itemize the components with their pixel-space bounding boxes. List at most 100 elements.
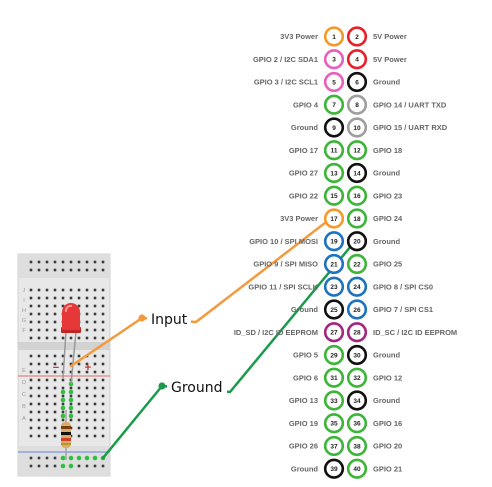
breadboard-hole: [29, 296, 33, 300]
pin-label: 5V Power: [373, 32, 407, 41]
pin-number: 6: [355, 79, 359, 86]
pin-label: ID_SC / I2C ID EEPROM: [373, 328, 457, 337]
resistor-band-2: [61, 432, 71, 435]
breadboard-hole: [37, 336, 41, 340]
breadboard-hole: [37, 464, 41, 468]
breadboard-hole: [101, 434, 105, 438]
breadboard-hole: [85, 260, 89, 264]
pin-label: Ground: [291, 123, 318, 132]
pin-label: GPIO 9 / SPI MISO: [253, 260, 318, 269]
breadboard-hole: [85, 386, 89, 390]
pin-number: 24: [353, 284, 361, 291]
breadboard-hole: [37, 362, 41, 366]
pin-circle: [346, 140, 368, 161]
breadboard-hole: [53, 370, 57, 374]
breadboard-hole: [29, 312, 33, 316]
breadboard-hole: [69, 260, 73, 264]
breadboard-hole: [93, 296, 97, 300]
breadboard-hole: [93, 312, 97, 316]
input-label: Input: [151, 312, 188, 328]
breadboard-hole: [29, 386, 33, 390]
breadboard-hole: [93, 378, 97, 382]
pin-number: 11: [331, 148, 338, 155]
pin-circle: [323, 117, 345, 138]
breadboard-hole: [53, 362, 57, 366]
pin-label: GPIO 6: [293, 373, 318, 382]
breadboard-hole: [45, 268, 49, 272]
breadboard-hole: [77, 260, 81, 264]
breadboard-hole: [77, 410, 81, 414]
pin-label: GPIO 19: [289, 419, 318, 428]
pin-circle: [346, 413, 368, 434]
pin-circle: [323, 344, 345, 366]
pin-21: 21 GPIO 9 / SPI MISO: [253, 253, 345, 275]
pin-circle: [323, 322, 345, 343]
breadboard-hole: [85, 378, 89, 382]
breadboard-hole: [61, 378, 65, 382]
pin-number: 8: [355, 102, 359, 109]
pin-circle: [323, 253, 345, 275]
breadboard-hole: [101, 464, 105, 468]
pin-number: 28: [353, 330, 361, 337]
ground-label-bg: [167, 377, 227, 395]
breadboard-hole: [85, 402, 89, 406]
breadboard-row-letter: J: [23, 288, 26, 294]
breadboard-hole: [101, 362, 105, 366]
ground-wire: Ground: [101, 238, 358, 460]
breadboard-hole: [29, 370, 33, 374]
pin-number: 21: [330, 261, 338, 268]
resistor-band-3: [61, 438, 71, 441]
breadboard-hole: [93, 402, 97, 406]
breadboard-hole: [85, 434, 89, 438]
breadboard-hole: [61, 402, 65, 406]
pin-number: 33: [330, 398, 338, 405]
breadboard-hole: [69, 288, 73, 292]
pin-number: 22: [353, 261, 361, 268]
pin-label: Ground: [373, 78, 400, 87]
pin-circle: [346, 458, 368, 479]
breadboard-hole: [101, 288, 105, 292]
pin-number: 3: [332, 57, 336, 64]
breadboard-hole: [101, 304, 105, 308]
pin-circle: [323, 231, 345, 252]
breadboard-hole: [37, 418, 41, 422]
breadboard-hole: [93, 336, 97, 340]
breadboard-hole: [45, 426, 49, 430]
breadboard-hole: [101, 354, 105, 358]
breadboard-hole: [101, 312, 105, 316]
breadboard-hole: [37, 394, 41, 398]
pin-label: GPIO 5: [293, 351, 318, 360]
pin-label: GPIO 27: [289, 169, 318, 178]
pin-label: GPIO 13: [289, 396, 318, 405]
breadboard-hole: [69, 362, 73, 366]
pin-label: 3V3 Power: [280, 214, 318, 223]
breadboard-hole: [77, 394, 81, 398]
pin-number: 18: [353, 216, 361, 223]
pin-number: 36: [353, 421, 361, 428]
pin-label: GPIO 20: [373, 442, 402, 451]
pin-number: 23: [330, 284, 338, 291]
breadboard-row-letter: H: [22, 308, 26, 314]
pin-circle: [323, 390, 345, 411]
breadboard-hole: [37, 304, 41, 308]
breadboard-hole: [29, 328, 33, 332]
pin-label: GPIO 11 / SPI SCLK: [248, 282, 318, 291]
breadboard-hole: [93, 386, 97, 390]
pin-number: 35: [330, 421, 338, 428]
breadboard-hole: [37, 320, 41, 324]
pin-circle: [346, 299, 368, 320]
pin-circle: [346, 208, 368, 229]
pin-circle: [323, 94, 345, 115]
breadboard-hole: [93, 260, 97, 264]
breadboard-hole: [29, 336, 33, 340]
pin-circle: [323, 435, 345, 457]
